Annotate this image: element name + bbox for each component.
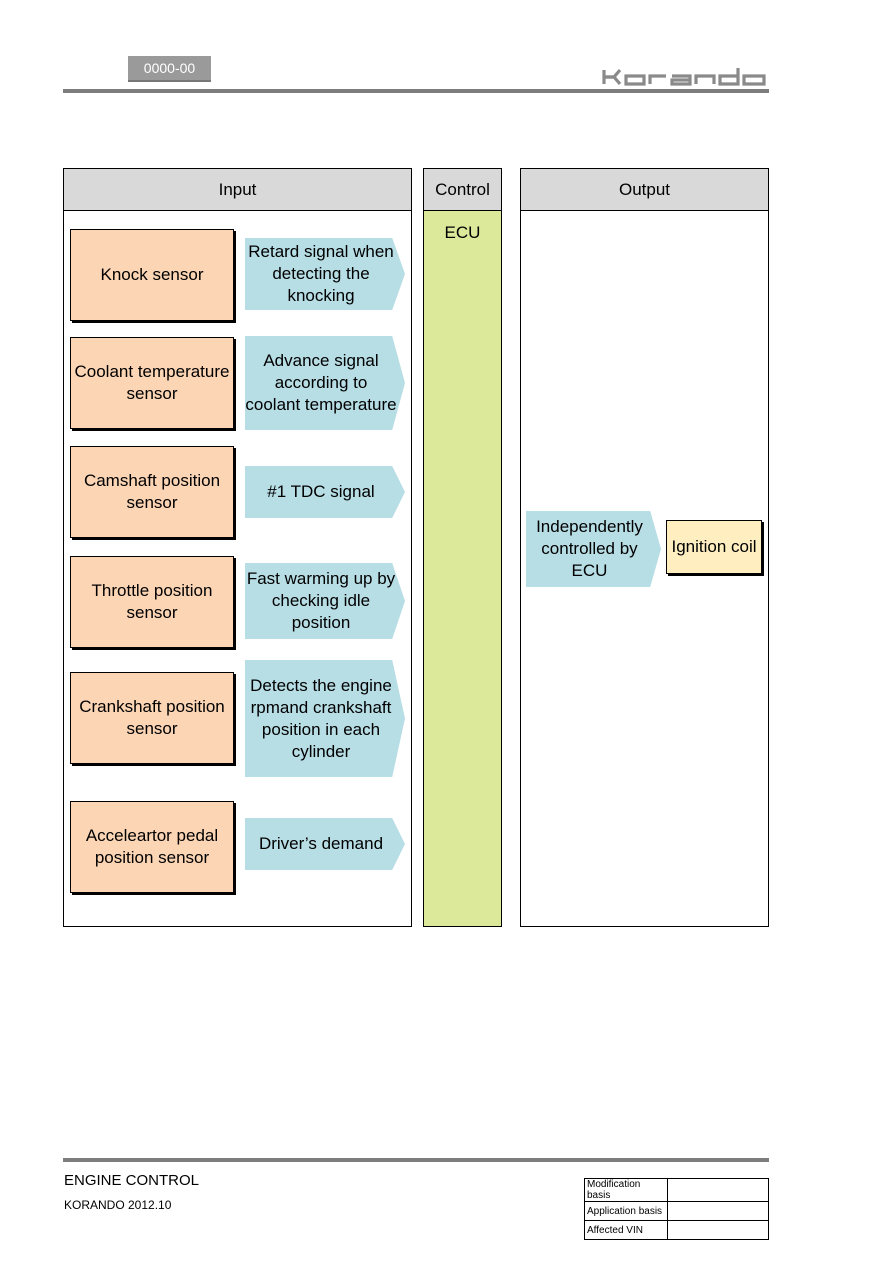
ecu-label: ECU	[444, 223, 481, 242]
throttle-signal-arrow: Fast warming up by checking idle positio…	[245, 563, 405, 639]
control-panel-heading: Control	[424, 169, 501, 211]
application-basis-value	[667, 1201, 769, 1221]
header-rule	[63, 89, 769, 93]
document-code-badge: 0000-00	[128, 56, 211, 82]
control-panel: Control ECU	[423, 168, 502, 927]
footer-model-date: KORANDO 2012.10	[64, 1198, 172, 1212]
modification-basis-value	[667, 1178, 769, 1202]
crankshaft-position-sensor-box: Crankshaft position sensor	[70, 672, 234, 764]
accelerator-signal-arrow: Driver’s demand	[245, 818, 405, 870]
knock-sensor-box: Knock sensor	[70, 229, 234, 321]
footer-rule	[63, 1158, 769, 1162]
modification-basis-label: Modification basis	[584, 1178, 668, 1202]
revision-table: Modification basis Application basis Aff…	[584, 1178, 769, 1240]
output-panel-heading: Output	[521, 169, 768, 211]
footer-section-title: ENGINE CONTROL	[64, 1172, 200, 1189]
korando-logo	[602, 68, 766, 86]
crankshaft-signal-arrow: Detects the engine rpmand crankshaft pos…	[245, 660, 405, 777]
table-row: Affected VIN	[584, 1220, 769, 1240]
input-panel-heading: Input	[64, 169, 411, 211]
application-basis-label: Application basis	[584, 1201, 668, 1221]
affected-vin-value	[667, 1220, 769, 1240]
camshaft-position-sensor-box: Camshaft position sensor	[70, 446, 234, 538]
table-row: Application basis	[584, 1201, 769, 1221]
affected-vin-label: Affected VIN	[584, 1220, 668, 1240]
output-signal-arrow: Independently controlled by ECU	[526, 511, 661, 587]
coolant-signal-arrow: Advance signal according to coolant temp…	[245, 336, 405, 430]
camshaft-signal-arrow: #1 TDC signal	[245, 466, 405, 518]
coolant-temperature-sensor-box: Coolant temperature sensor	[70, 337, 234, 429]
throttle-position-sensor-box: Throttle position sensor	[70, 556, 234, 648]
knock-signal-arrow: Retard signal when detecting the knockin…	[245, 238, 405, 310]
ignition-coil-box: Ignition coil	[666, 520, 762, 574]
table-row: Modification basis	[584, 1178, 769, 1202]
accelerator-pedal-position-sensor-box: Acceleartor pedal position sensor	[70, 801, 234, 893]
